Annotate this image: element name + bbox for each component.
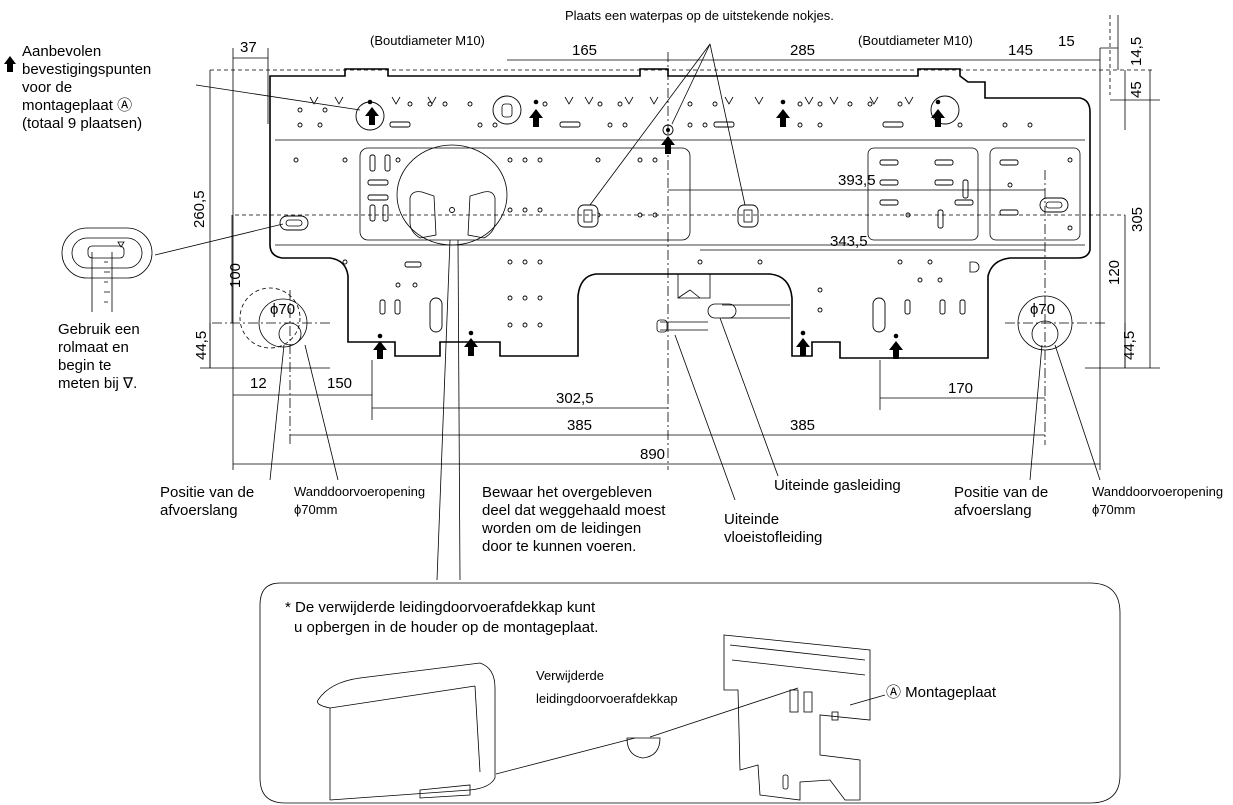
svg-text:45: 45 — [1128, 81, 1145, 98]
mounting-plate-label: Ⓐ Montageplaat — [886, 684, 997, 701]
pipe-cover-icon — [626, 737, 661, 759]
tape-note: Gebruik een rolmaat en begin te meten bi… — [58, 321, 144, 392]
svg-text:44,5: 44,5 — [193, 331, 210, 360]
pipe-cover-label: Verwijderde leidingdoorvoerafdekkap — [536, 668, 678, 706]
svg-text:285: 285 — [790, 42, 815, 59]
svg-text:14,5: 14,5 — [1128, 37, 1145, 66]
inner-frame-left — [359, 147, 691, 241]
wall-left-label: Wanddoorvoeropening ϕ70mm — [294, 484, 429, 517]
bolt-note-right: (Boutdiameter M10) — [858, 33, 973, 48]
svg-text:145: 145 — [1008, 42, 1033, 59]
fixing-arrows — [365, 99, 945, 359]
holder-highlight — [396, 144, 508, 246]
svg-text:120: 120 — [1106, 260, 1123, 285]
svg-text:260,5: 260,5 — [191, 190, 208, 228]
drain-right-label: Positie van de afvoerslang — [954, 484, 1052, 519]
svg-text:305: 305 — [1129, 207, 1146, 232]
svg-text:ϕ70: ϕ70 — [1030, 301, 1055, 318]
svg-text:100: 100 — [227, 263, 244, 288]
svg-text:150: 150 — [327, 375, 352, 392]
indoor-unit-illustration — [317, 662, 496, 801]
svg-text:44,5: 44,5 — [1121, 331, 1138, 360]
liquid-label: Uiteinde vloeistofleiding — [724, 511, 822, 546]
svg-text:15: 15 — [1058, 33, 1075, 50]
dimension-lines — [200, 15, 1160, 470]
legend-arrow-icon — [4, 56, 16, 72]
mounting-plate-illustration — [723, 634, 871, 801]
svg-text:ϕ70: ϕ70 — [270, 301, 295, 318]
leader-lines — [154, 43, 1101, 581]
mounting-plate — [269, 68, 1091, 359]
svg-text:393,5: 393,5 — [838, 172, 876, 189]
keep-note: Bewaar het overgebleven deel dat weggeha… — [481, 484, 670, 555]
bolt-note-left: (Boutdiameter M10) — [370, 33, 485, 48]
inner-frame-right — [989, 147, 1081, 241]
svg-text:12: 12 — [250, 375, 267, 392]
inner-frame-mid — [867, 147, 979, 241]
recommended-note: Aanbevolen bevestigingspunten voor de mo… — [22, 43, 155, 132]
wall-right-label: Wanddoorvoeropening ϕ70mm — [1092, 484, 1227, 517]
svg-text:170: 170 — [948, 380, 973, 397]
level-note: Plaats een waterpas op de uitstekende no… — [565, 8, 834, 23]
inset-note: * De verwijderde leidingdoorvoerafdekkap… — [285, 599, 599, 636]
svg-text:37: 37 — [240, 39, 257, 56]
tape-measure-illustration — [61, 227, 153, 312]
inset-panel — [259, 582, 1121, 804]
dimension-labels: 37 165 285 145 15 14,5 45 260,5 393,5 30… — [191, 33, 1146, 463]
svg-text:890: 890 — [640, 446, 665, 463]
svg-text:385: 385 — [790, 417, 815, 434]
svg-text:302,5: 302,5 — [556, 390, 594, 407]
svg-text:343,5: 343,5 — [830, 233, 868, 250]
plate-holes — [293, 101, 1073, 333]
svg-text:165: 165 — [572, 42, 597, 59]
gas-label: Uiteinde gasleiding — [774, 477, 901, 494]
bolt-hole-center — [492, 95, 522, 125]
drain-left-label: Positie van de afvoerslang — [160, 484, 258, 519]
pipe-cutout — [677, 274, 711, 299]
svg-text:385: 385 — [567, 417, 592, 434]
level-notches — [309, 96, 914, 105]
